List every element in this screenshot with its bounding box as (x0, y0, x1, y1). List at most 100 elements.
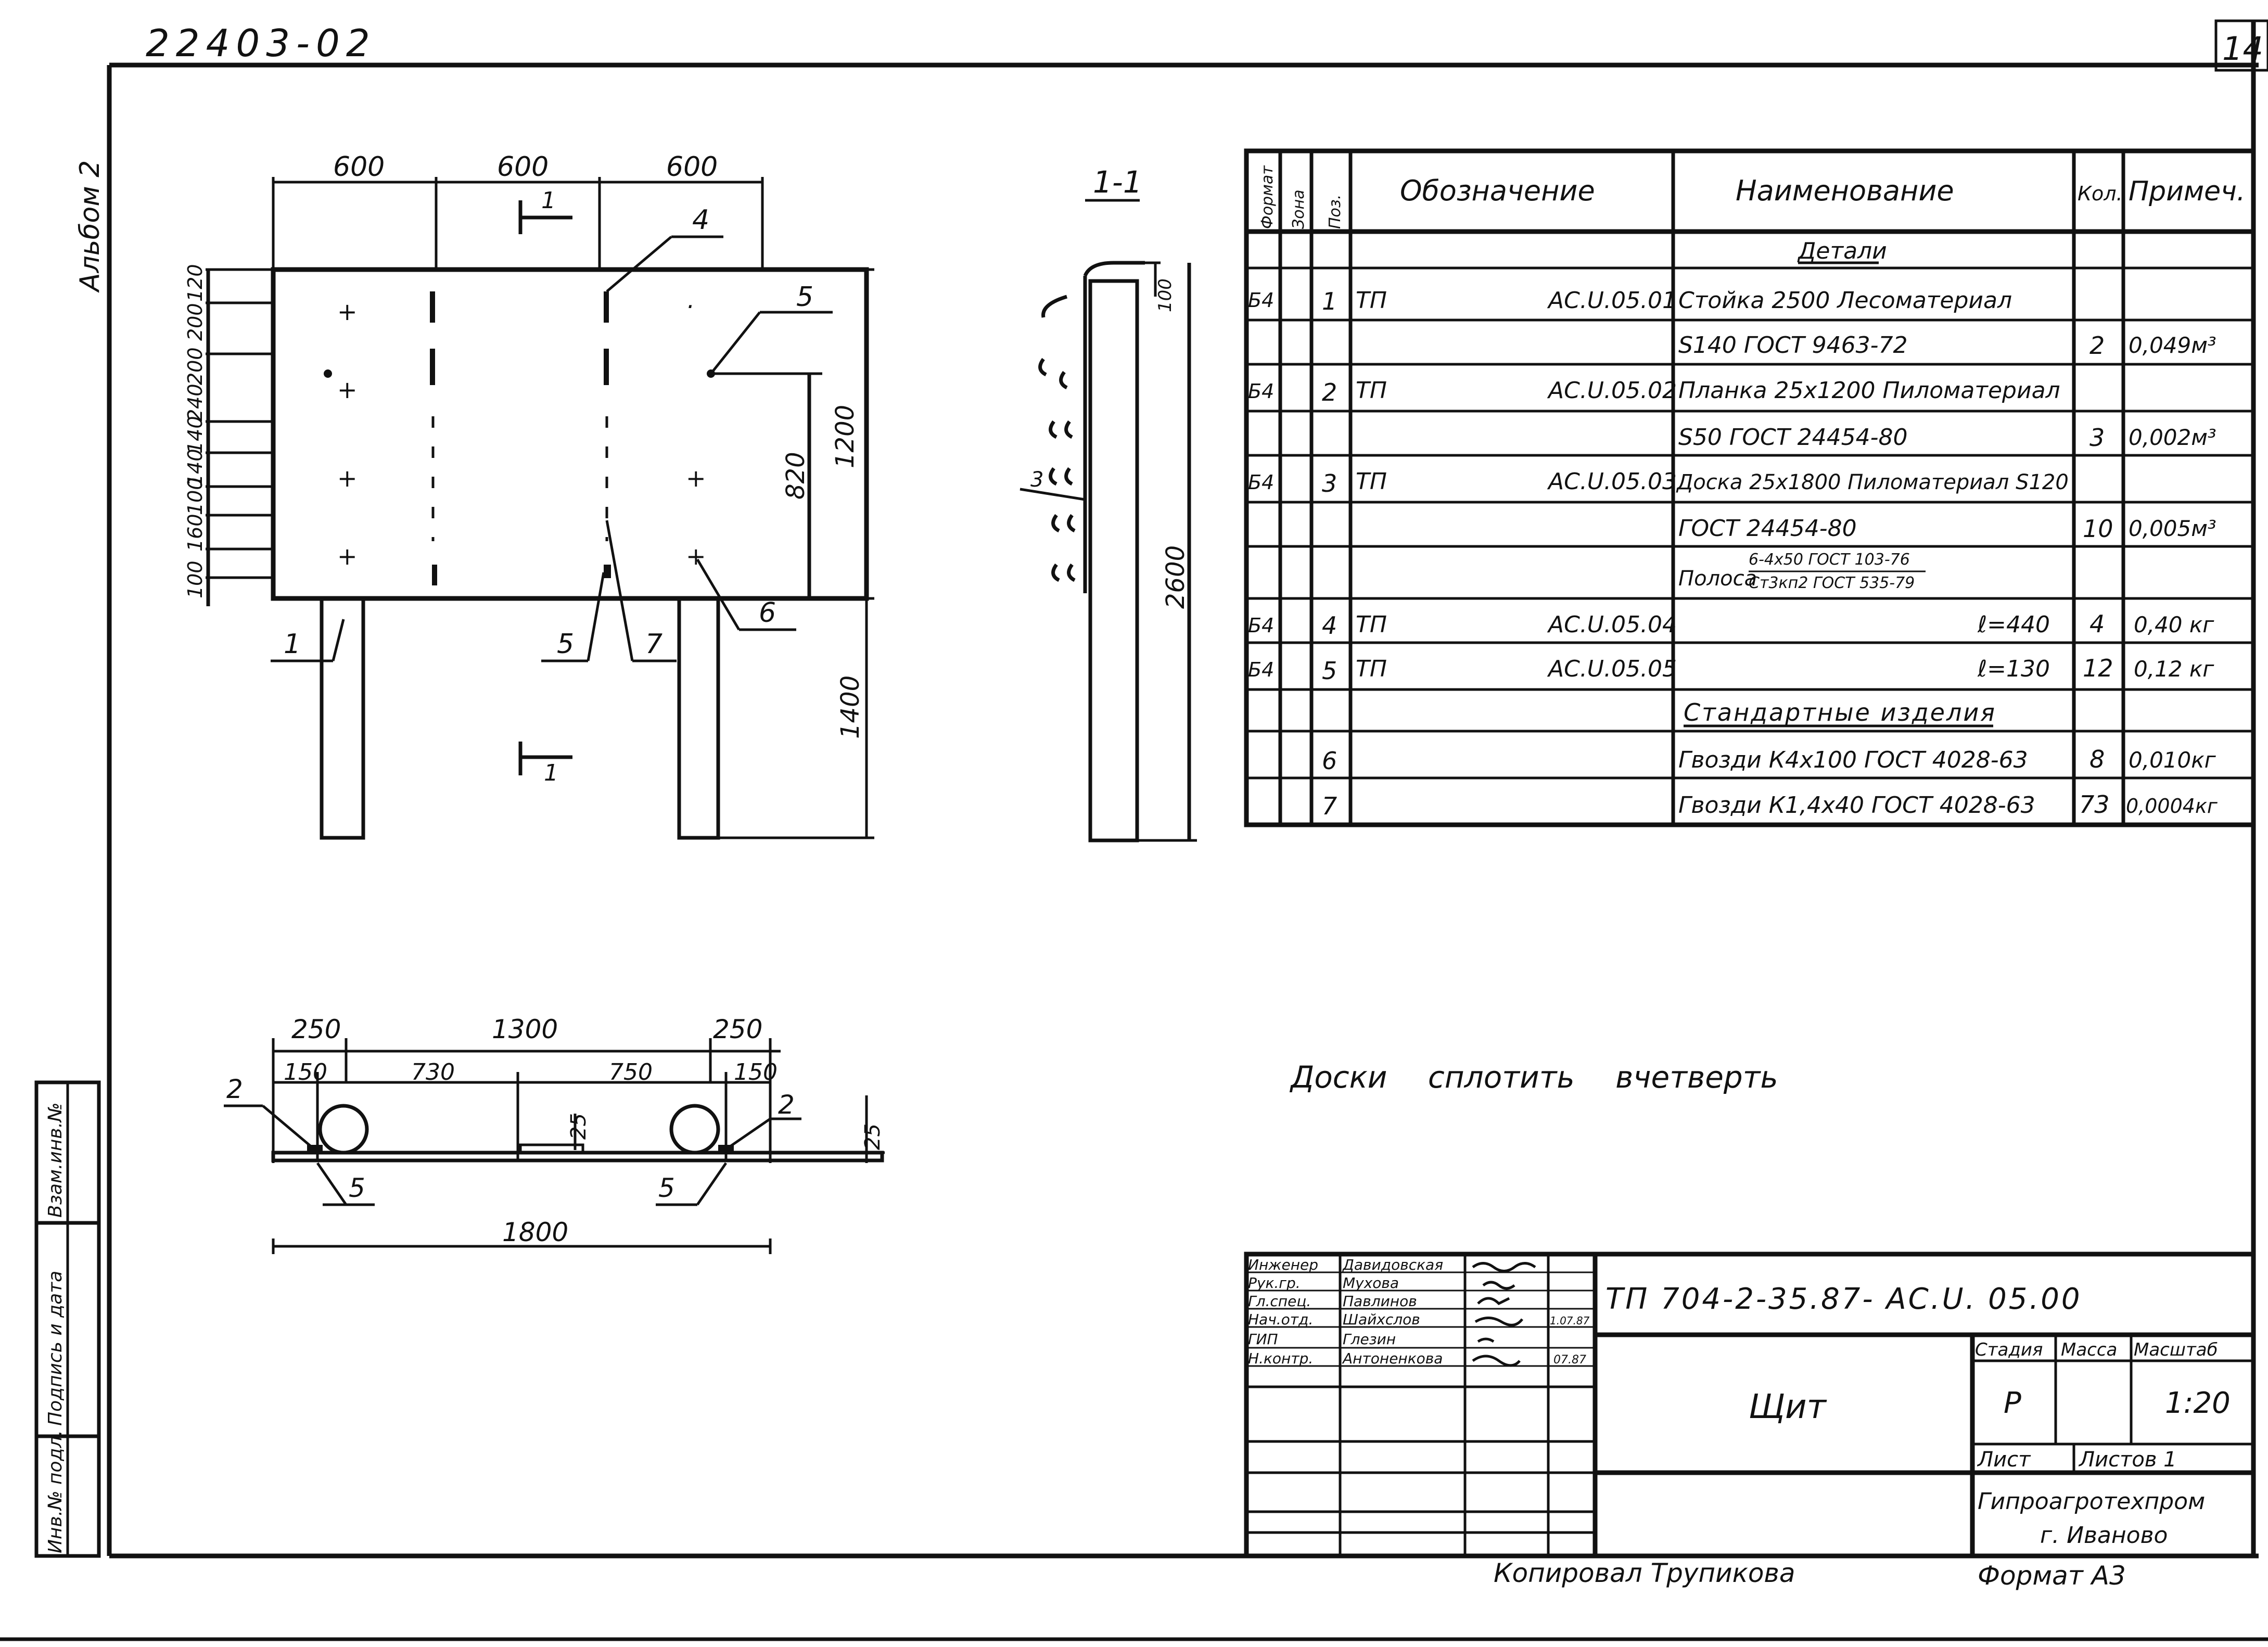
plan-dim-750: 750 (609, 1059, 653, 1086)
dim-left-6: 140 (184, 449, 207, 487)
side-post (1088, 279, 1139, 842)
plan-view: 250 1300 250 150 730 750 150 25 25 1800 … (224, 1014, 885, 1254)
tb-scale: 1:20 (2165, 1386, 2231, 1420)
row1-pos: 1 (1322, 287, 1337, 315)
dim-left-8: 160 (184, 514, 207, 552)
svg-text:+: + (686, 542, 706, 570)
sheet-number-badge: 14 (2214, 19, 2268, 72)
svg-text:+: + (337, 464, 358, 492)
role-4: Нач.отд. (1248, 1311, 1313, 1328)
dim-top-3: 600 (666, 151, 718, 183)
row12-qty: 73 (2079, 790, 2110, 819)
tb-mass-label: Масса (2061, 1339, 2117, 1360)
role-3: Гл.спец. (1248, 1293, 1311, 1310)
row8-name: ℓ=440 (1977, 611, 2050, 638)
side-label-3: 3 (1030, 468, 1043, 492)
planks (430, 291, 611, 585)
plan-callout-2-left: 2 (226, 1074, 243, 1104)
plan-dim-250-right: 250 (713, 1014, 762, 1044)
section-parts: Детали (1797, 238, 1887, 264)
section-mark-bottom: 1 (544, 760, 558, 786)
post-left (320, 596, 365, 840)
svg-text:+: + (686, 464, 706, 492)
sheet-number: 14 (2222, 30, 2263, 68)
row8-note: 0,40 кг (2134, 612, 2214, 637)
name-4: Шайхслов (1343, 1311, 1420, 1328)
plan-dim-250-left: 250 (291, 1014, 341, 1044)
row6-note: 0,005м³ (2129, 516, 2216, 541)
row1-fmt: Б4 (1248, 289, 1274, 312)
svg-text:+: + (337, 298, 358, 326)
plan-dim-1800: 1800 (502, 1217, 568, 1247)
row9-fmt: Б4 (1248, 658, 1274, 681)
row11-name: Гвозди К4х100 ГОСТ 4028-63 (1678, 747, 2028, 773)
side-view: 1-1 100 2600 3 (1020, 164, 1197, 842)
strip-line1: 6-4х50 ГОСТ 103-76 (1749, 551, 1910, 569)
row9-note: 0,12 кг (2134, 656, 2214, 682)
row5-pos: 3 (1322, 469, 1337, 497)
row2-qty: 2 (2089, 331, 2105, 360)
stamp-inv: Инв.№ подл. (45, 1430, 66, 1553)
album-label: Альбом 2 (74, 160, 106, 293)
role-1: Инженер (1248, 1256, 1318, 1273)
plan-dim-1300: 1300 (492, 1014, 558, 1044)
tb-title: Щит (1749, 1388, 1827, 1426)
spec-table: Формат Зона Поз. Обозначение Наименовани… (1244, 148, 2256, 827)
dim-left-4: 240 (184, 384, 207, 422)
row9-prefix: ТП (1356, 656, 1387, 682)
tb-org: Гипроагротехпром (1978, 1488, 2205, 1515)
assembly-note: Доски сплотить вчетверть (1289, 1059, 1778, 1095)
dim-left-1: 200 (184, 303, 207, 341)
row12-name: Гвозди К1,4х40 ГОСТ 4028-63 (1678, 792, 2035, 819)
callout-7: 7 (645, 629, 662, 660)
th-zone: Зона (1290, 189, 1308, 229)
row2-note: 0,049м³ (2129, 333, 2216, 358)
th-pos: Поз. (1326, 195, 1344, 229)
row9-name: ℓ=130 (1977, 656, 2050, 682)
section-mark-top: 1 (541, 187, 556, 214)
row6-name: ГОСТ 24454-80 (1678, 515, 1857, 542)
row5-prefix: ТП (1356, 468, 1387, 495)
plan-dim-150-left: 150 (284, 1059, 327, 1086)
row2-name: S140 ГОСТ 9463-72 (1678, 332, 1907, 359)
th-designation: Обозначение (1400, 174, 1595, 207)
dim-left-2: 120 (184, 264, 207, 302)
row4-note: 0,002м³ (2129, 425, 2216, 450)
dim-top-1: 600 (333, 151, 385, 183)
th-note: Примеч. (2129, 176, 2245, 207)
side-nails (1038, 295, 1076, 582)
row5-fmt: Б4 (1248, 471, 1274, 494)
row11-pos: 6 (1322, 747, 1337, 775)
row3-name: Планка 25х1200 Пиломатериал (1678, 377, 2060, 404)
plan-callout-5-left: 5 (349, 1173, 365, 1203)
name-5: Глезин (1343, 1331, 1396, 1348)
name-2: Мухова (1343, 1274, 1399, 1292)
doc-number: 22403-02 (146, 21, 376, 65)
section-standard: Стандартные изделия (1684, 698, 1996, 726)
row11-note: 0,010кг (2129, 747, 2216, 773)
plan-callout-5-right: 5 (658, 1173, 675, 1203)
plan-dim-25-right: 25 (861, 1123, 885, 1150)
plan-post-right (669, 1104, 720, 1155)
date-6: 07.87 (1553, 1354, 1586, 1367)
date-4: 1.07.87 (1550, 1314, 1590, 1327)
row7-name: Полоса (1678, 567, 1757, 591)
dim-left-5: 140 (184, 416, 207, 454)
row8-qty: 4 (2089, 610, 2105, 638)
stamp-replace: Взам.инв.№ (45, 1102, 66, 1218)
row5-name: Доска 25х1800 Пиломатериал S120 (1676, 470, 2069, 494)
row5-code: АС.U.05.03 (1547, 468, 1677, 495)
stamp-sign: Подпись и дата (45, 1271, 66, 1426)
side-dim-100: 100 (1155, 278, 1176, 312)
row9-pos: 5 (1322, 657, 1337, 685)
tb-stage-label: Стадия (1975, 1339, 2043, 1360)
th-name: Наименование (1736, 174, 1954, 207)
row6-qty: 10 (2083, 515, 2113, 543)
role-6: Н.контр. (1248, 1350, 1313, 1367)
title-block: Инженер Давидовская Рук.гр. Мухова Гл.сп… (1244, 1252, 2256, 1559)
callout-5-bottom: 5 (557, 629, 574, 660)
callout-4: 4 (692, 205, 709, 236)
strip-line2: Ст3кп2 ГОСТ 535-79 (1749, 574, 1915, 592)
dim-left-3: 200 (184, 347, 207, 385)
tb-sheet-label: Лист (1977, 1448, 2031, 1472)
